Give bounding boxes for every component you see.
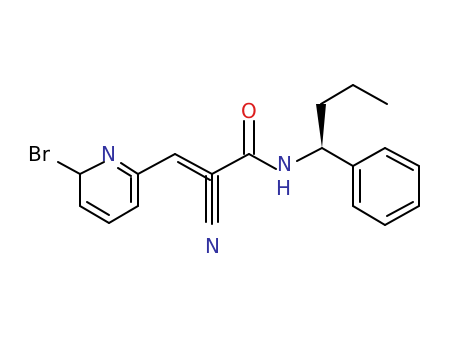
pyridine-ring — [79, 161, 139, 224]
bond — [117, 167, 132, 177]
bond — [86, 201, 110, 216]
bond — [108, 205, 139, 224]
bond — [352, 147, 386, 167]
atom-label-n-nitrile: N — [205, 234, 220, 258]
bond — [384, 147, 420, 167]
atom-label-o: O — [241, 99, 257, 123]
bond — [211, 153, 250, 175]
phenyl-ring — [352, 147, 420, 226]
bond — [386, 155, 414, 171]
bond — [352, 84, 388, 105]
bond — [320, 84, 354, 105]
bond — [79, 205, 110, 224]
bond — [352, 205, 386, 226]
atom-label-n-amide: N — [277, 152, 292, 176]
bond — [137, 153, 176, 175]
bond — [248, 153, 277, 170]
bond — [296, 147, 323, 162]
bond — [79, 161, 105, 175]
atom-label-br: Br — [28, 142, 51, 166]
atom-label-n-pyridine: N — [101, 142, 116, 166]
bond — [321, 147, 354, 167]
atom-label-h-amide: H — [276, 176, 291, 200]
bond — [120, 162, 139, 175]
bond — [177, 161, 211, 181]
bond — [174, 153, 213, 175]
wedge-bond — [316, 104, 326, 148]
bond — [57, 161, 81, 175]
bond — [384, 205, 420, 226]
bond — [386, 201, 414, 217]
